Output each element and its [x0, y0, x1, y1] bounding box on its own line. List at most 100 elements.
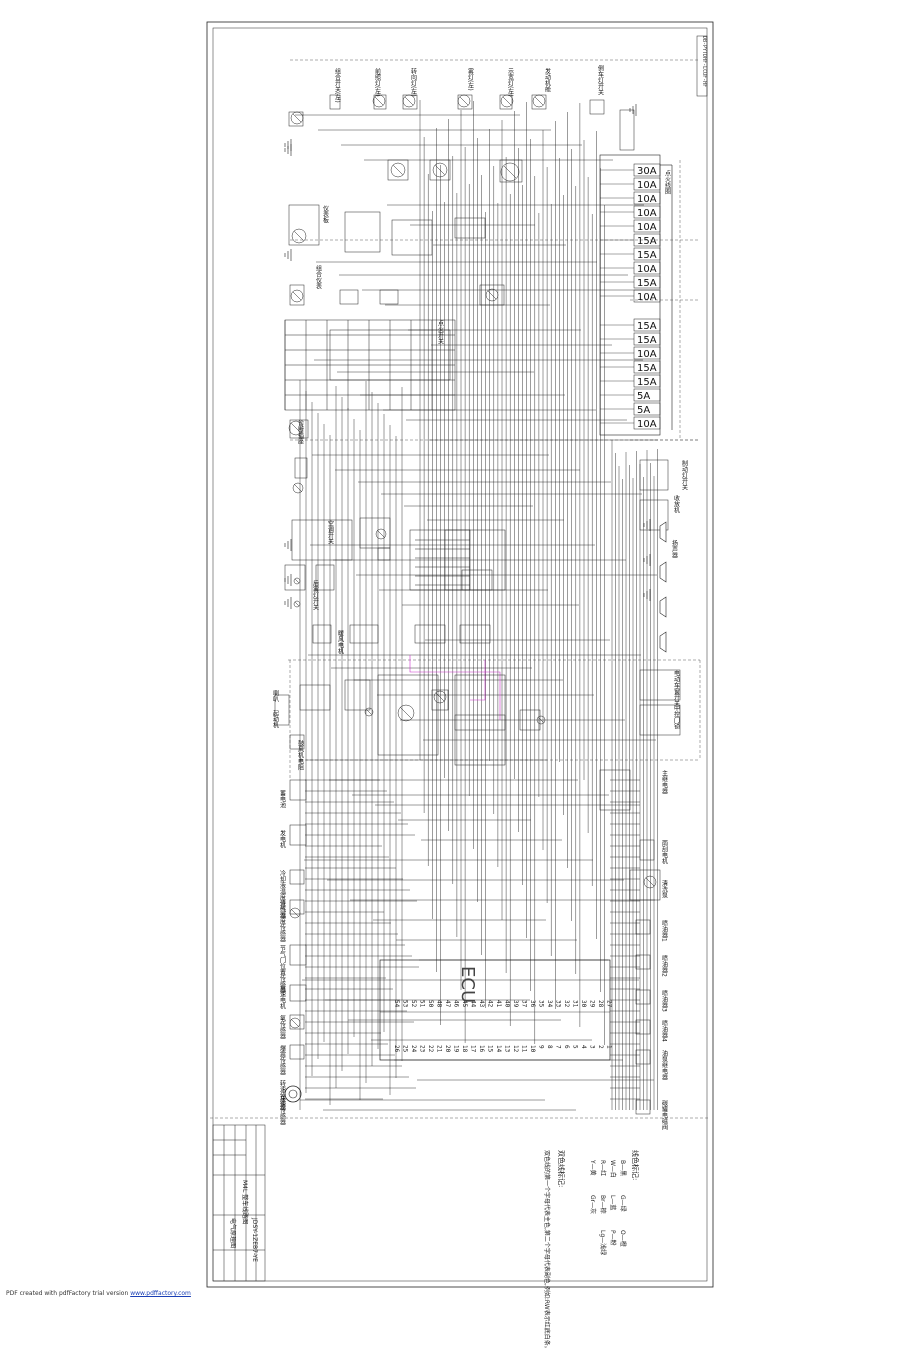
lamp-symbol	[536, 715, 546, 725]
component-box	[299, 684, 331, 711]
component-box	[288, 204, 320, 246]
component-label: 雾灯(左)	[467, 67, 474, 90]
lamp-symbol	[643, 875, 657, 889]
ecu-pin: 28	[597, 1000, 604, 1008]
lamp-symbol	[292, 482, 304, 494]
component-label: 转向灯(左)	[410, 67, 417, 96]
component-label: 前照灯(左)	[374, 67, 381, 96]
component-box	[289, 824, 307, 846]
ecu-pin: 27	[606, 1000, 613, 1008]
component-box	[289, 734, 305, 750]
component-box	[344, 211, 381, 253]
component-box	[284, 564, 306, 591]
lamp-symbol	[293, 577, 301, 585]
legend-title: 线色标记:	[631, 1150, 639, 1181]
lamp-symbol	[288, 420, 304, 436]
ecu-pin: 43	[478, 1000, 485, 1008]
fuse-rating: 10A	[637, 264, 657, 275]
fuse-rating: 15A	[637, 250, 657, 261]
fuse-labels: 30A10A10A10A10A15A15A10A15A10A15A15A10A1…	[637, 166, 657, 430]
lamp-motor-symbols	[288, 94, 657, 1029]
component-box	[391, 219, 433, 256]
drawing-number: DB-PYTDHF-LCUF-HF	[701, 36, 707, 88]
component-label: 扬声器	[671, 539, 678, 559]
legend-entry: P—粉	[609, 1230, 616, 1246]
ecu-pin: 46	[453, 1000, 460, 1008]
ecu-pin: 54	[393, 1000, 400, 1008]
ecu-pin: 52	[410, 1000, 417, 1008]
component-box	[289, 984, 307, 1002]
fuse-rating: 15A	[637, 321, 657, 332]
lamp-symbol	[532, 94, 546, 108]
component-box	[431, 689, 449, 711]
component-box	[315, 564, 335, 591]
component-label: 节气门位置传感器	[279, 944, 286, 994]
legend-entry: B—黑	[619, 1160, 626, 1177]
component-label: 油泵继电器	[661, 1049, 668, 1081]
component-box	[639, 669, 681, 701]
legend-entry: R—红	[599, 1160, 606, 1177]
component-label: 诊断插座	[297, 419, 304, 445]
lamp-symbol	[485, 288, 499, 302]
fuse-rating: 10A	[637, 194, 657, 205]
ecu-pin: 24	[410, 1045, 417, 1053]
ecu-pin: 48	[436, 1000, 443, 1008]
ecu-pin: 13	[504, 1045, 511, 1053]
component-box	[359, 517, 391, 549]
ecu-pin: 16	[478, 1045, 485, 1053]
lamp-symbol	[433, 690, 447, 704]
component-label: 空调开关	[327, 519, 334, 545]
component-box	[429, 159, 451, 181]
component-label: 鼓风机电阻	[297, 739, 304, 771]
sheet-inner-border	[212, 27, 708, 1282]
fuse-rating: 5A	[637, 405, 650, 416]
component-label: 点火线圈	[664, 169, 671, 195]
ecu-pin: 36	[529, 1000, 536, 1008]
ecu-pin: 11	[521, 1045, 528, 1053]
ecu-pin: 45	[461, 1000, 468, 1008]
dashed-boundaries	[210, 59, 710, 1119]
ecu-pin: 1	[606, 1045, 613, 1049]
legend-entry: L—蓝	[609, 1195, 616, 1211]
component-label: 进气温度传感器	[279, 899, 286, 943]
component-label: 喷油器1	[661, 919, 668, 942]
sheet-border	[206, 21, 714, 1288]
component-box	[344, 679, 371, 711]
component-box	[291, 519, 353, 561]
component-box	[454, 714, 506, 766]
ecu-pin: 23	[419, 1045, 426, 1053]
component-label: 雨刮电机	[661, 840, 668, 865]
fuse-rating: 15A	[637, 377, 657, 388]
ecu-pin: 50	[427, 1000, 434, 1008]
ecu-pin: 6	[563, 1045, 570, 1049]
legend-entry: Lg—浅绿	[599, 1230, 606, 1256]
component-box	[349, 624, 379, 644]
ecu-pin: 5	[572, 1045, 579, 1049]
component-box	[289, 779, 307, 801]
speaker-symbols	[659, 521, 667, 653]
footer-link[interactable]: www.pdffactory.com	[130, 1290, 191, 1297]
component-label: 喷油器3	[661, 989, 668, 1012]
component-box	[294, 457, 308, 479]
component-label: 清洗泵	[661, 879, 668, 898]
component-label: 中控门锁	[673, 704, 680, 730]
ecu-pin: 9	[538, 1045, 545, 1049]
component-box	[289, 419, 309, 439]
component-box	[619, 109, 635, 151]
component-box	[289, 284, 305, 306]
ecu-pin: 40	[504, 1000, 511, 1008]
lamp-symbol	[289, 1017, 301, 1029]
legend-entry: Br—棕	[599, 1195, 606, 1214]
component-label: 收放机	[673, 494, 680, 514]
legend-note: 双色线的第一个字母代表主色,第二个字母代表副色,例如:RW表示红底白条。	[543, 1150, 550, 1352]
component-labels: 组合开关(左)前照灯(左)转向灯(左)雾灯(左)示宽灯(左)发动机舱仪表板组合仪…	[272, 64, 688, 1131]
component-box	[377, 674, 439, 756]
component-box	[409, 529, 471, 591]
lamp-symbol	[375, 528, 387, 540]
ecu-pin: 2	[597, 1045, 604, 1049]
ecu-pin: 26	[393, 1045, 400, 1053]
component-box	[312, 624, 332, 644]
component-box	[635, 1099, 651, 1115]
ecu-pin: 34	[546, 1000, 553, 1008]
